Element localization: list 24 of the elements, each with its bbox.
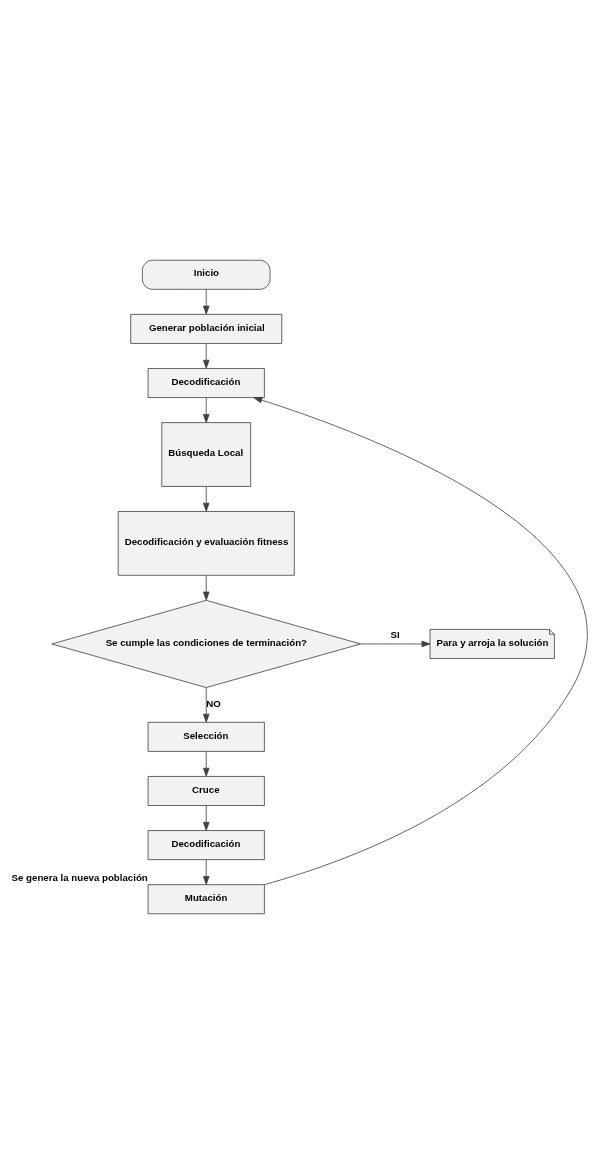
arrow — [203, 804, 210, 831]
node-diamond: Se cumple las condiciones de terminación? — [51, 599, 361, 688]
node-box: Mutación — [147, 883, 265, 914]
arrow — [253, 396, 587, 885]
arrow — [360, 640, 431, 647]
arrow — [203, 342, 210, 369]
node-box: Decodificación — [147, 367, 265, 398]
node-box: Búsqueda Local — [161, 421, 252, 487]
edge-label: SI — [390, 628, 400, 640]
node-box: Cruce — [147, 775, 265, 806]
edge-label: NO — [206, 697, 221, 709]
arrow — [203, 858, 210, 885]
node-box: Decodificación y evaluación fitness — [117, 510, 295, 576]
node-box: Decodificación — [147, 829, 265, 860]
node-box: Generar población inicial — [130, 313, 283, 344]
arrow — [203, 396, 210, 423]
node-label: Se genera la nueva población — [11, 871, 148, 883]
arrow — [203, 288, 210, 315]
arrow — [203, 686, 210, 723]
arrow — [203, 574, 210, 600]
node-box: Inicio — [142, 259, 271, 290]
node-box: Selección — [147, 721, 265, 752]
arrow — [203, 485, 210, 512]
arrow — [203, 750, 210, 777]
